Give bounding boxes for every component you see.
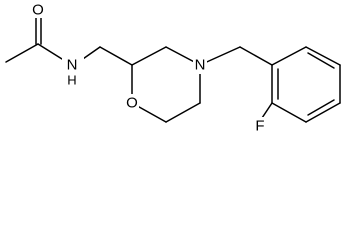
bond-benzene-inner-bottom-right xyxy=(307,99,335,116)
chemical-structure-diagram: O N H N O F xyxy=(5,1,341,135)
atom-label-oxygen-carbonyl: O xyxy=(32,2,44,19)
bond-benzyl-ring xyxy=(239,46,273,66)
bond-methylene-ring xyxy=(99,46,133,66)
atom-oxygen-ring: O xyxy=(125,94,139,112)
bond-benzene-c5-c6 xyxy=(305,46,341,66)
bond-carbonyl-nitrogen xyxy=(37,43,63,60)
atom-label-hydrogen-amide: H xyxy=(67,73,76,88)
bond-benzene-c3-c4 xyxy=(305,102,341,123)
bond-benzene-c6-c1 xyxy=(271,46,307,66)
atom-label-nitrogen-ring: N xyxy=(195,57,206,74)
bond-ring-c2-c3 xyxy=(131,46,167,66)
bond-benzene-c2-c3 xyxy=(271,102,307,123)
atom-nitrogen-amide: N H xyxy=(62,53,84,88)
bond-benzene-fluorine xyxy=(261,102,273,119)
bond-methyl-carbonyl xyxy=(5,43,39,63)
atom-label-nitrogen-amide: N xyxy=(67,57,78,74)
bond-ring-c5-c6 xyxy=(165,102,201,123)
bond-benzene-inner-top-right xyxy=(307,52,335,69)
atom-label-fluorine: F xyxy=(255,118,264,135)
atom-nitrogen-ring: N xyxy=(193,56,207,74)
atom-label-oxygen-ring: O xyxy=(126,95,138,112)
atom-oxygen-carbonyl: O xyxy=(31,1,45,19)
atom-fluorine: F xyxy=(253,117,267,135)
